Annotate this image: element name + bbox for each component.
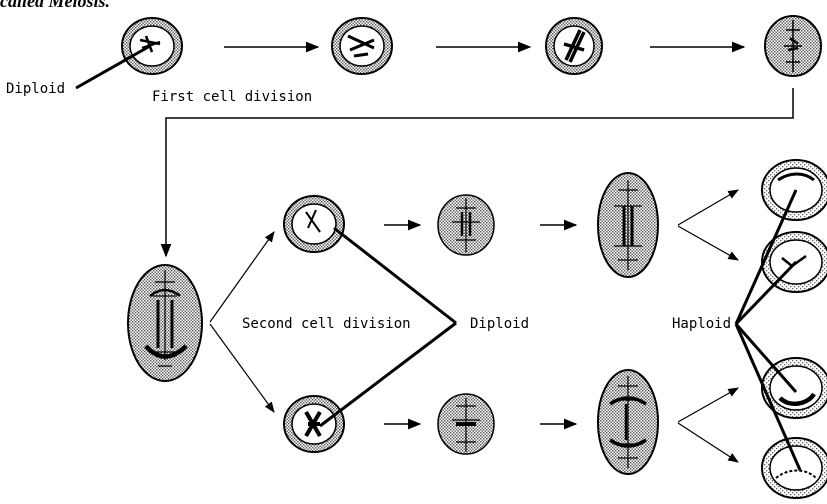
arrow-12b-13	[677, 387, 739, 423]
label-diploid-top: Diploid	[6, 81, 66, 97]
diploid-pointer-upper	[333, 226, 457, 325]
cell-8	[597, 172, 659, 278]
cell-2	[331, 17, 393, 75]
connector-arrow	[160, 88, 794, 258]
label-diploid-mid: Diploid	[470, 316, 530, 332]
label-haploid: Haploid	[672, 316, 732, 332]
haploid-pointer-4	[734, 323, 802, 471]
arrow-12b-14	[677, 422, 739, 463]
diploid-pointer-top	[75, 44, 151, 90]
haploid-pointer-2	[734, 260, 798, 326]
label-second-cell-division: Second cell division	[242, 316, 411, 332]
cell-4	[764, 15, 822, 77]
arrow-5-6	[209, 231, 275, 323]
cell-10	[283, 395, 345, 453]
cell-11b	[437, 393, 495, 455]
haploid-pointer-1	[734, 189, 798, 325]
cell-3	[545, 17, 603, 75]
haploid-cell-4	[761, 437, 827, 499]
cell-5	[127, 264, 203, 382]
diploid-pointer-lower	[319, 321, 457, 428]
page-caption: called Meiosis.	[0, 0, 110, 11]
cell-7	[437, 194, 495, 256]
cell-1	[121, 17, 183, 75]
arrow-8-12	[677, 225, 739, 261]
cell-12b	[597, 369, 659, 475]
label-first-cell-division: First cell division	[152, 89, 313, 105]
arrow-5-10	[209, 323, 275, 413]
haploid-pointer-3	[734, 323, 798, 393]
arrow-8-11	[677, 189, 739, 226]
cell-6	[283, 195, 345, 253]
